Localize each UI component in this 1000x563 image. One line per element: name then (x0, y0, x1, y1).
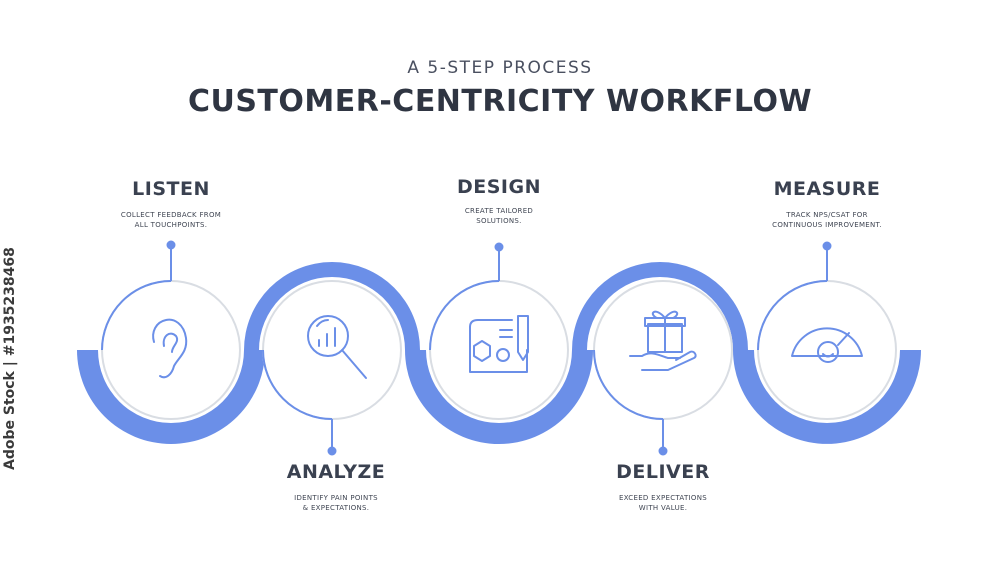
connector-dot-listen (166, 240, 176, 250)
stock-watermark: Adobe Stock | #1935238468 (2, 247, 18, 470)
connector-dot-measure (822, 241, 832, 251)
step-title-design: DESIGN (456, 176, 541, 198)
ear-icon (152, 318, 188, 379)
band-segment-5 (733, 350, 921, 444)
band-segment-2 (244, 262, 420, 350)
connector-dot-design (494, 242, 504, 252)
band-segment-4 (572, 262, 748, 350)
gift-hand-icon (629, 310, 697, 371)
connector-dot-analyze (327, 446, 337, 456)
step-title-measure: MEASURE (773, 178, 881, 200)
satisfaction-gauge-icon (791, 327, 863, 363)
connector-dot-deliver (658, 446, 668, 456)
flow-band (77, 262, 921, 444)
step-title-listen: LISTEN (132, 178, 210, 200)
step-title-analyze: ANALYZE (286, 461, 386, 483)
diagram-title: CUSTOMER-CENTRICITY WORKFLOW (187, 84, 813, 119)
blueprint-design-icon (469, 315, 529, 373)
band-segment-3 (405, 350, 593, 444)
step-title-deliver: DELIVER (616, 461, 710, 483)
step-desc-analyze: IDENTIFY PAIN POINTS& EXPECTATIONS. (294, 494, 378, 512)
band-segment-1 (77, 350, 265, 444)
diagram-subtitle: A 5-STEP PROCESS (407, 58, 593, 78)
magnifier-chart-icon (307, 315, 367, 379)
